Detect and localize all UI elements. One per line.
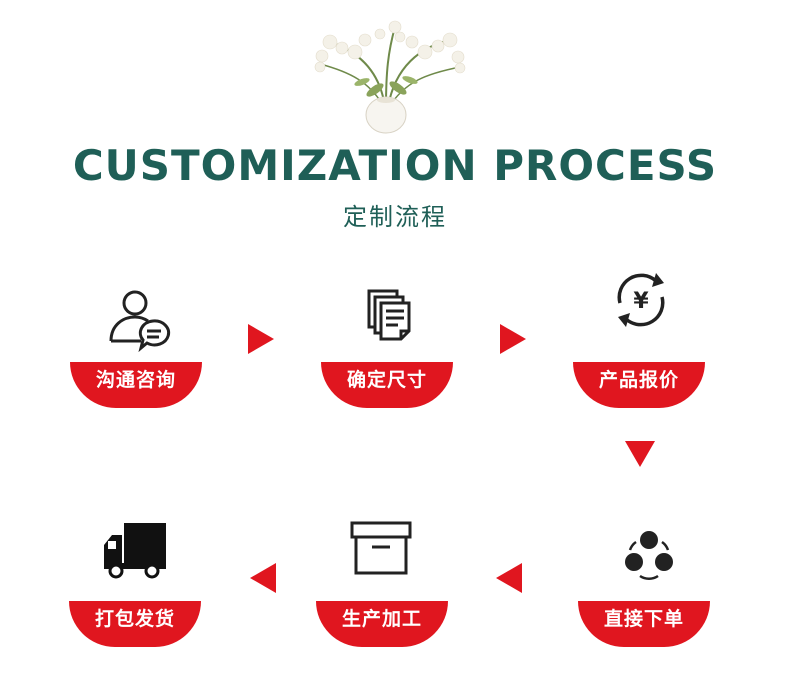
yen-cycle-icon: ¥	[617, 273, 665, 327]
step-label-production: 生产加工	[316, 601, 448, 647]
page-subtitle: 定制流程	[343, 203, 447, 231]
step-label-size: 确定尺寸	[321, 362, 453, 408]
svg-text:¥: ¥	[633, 289, 649, 314]
step-label-consult: 沟通咨询	[70, 362, 202, 408]
user-chat-icon	[109, 290, 171, 353]
arrow-down-icon	[625, 441, 655, 467]
step-label-quote: 产品报价	[573, 362, 705, 408]
box-icon	[350, 521, 412, 575]
arrow-right-icon	[500, 324, 526, 354]
step-label-order: 直接下单	[578, 601, 710, 647]
step-label-shipping: 打包发货	[69, 601, 201, 647]
arrow-left-icon	[496, 563, 522, 593]
page-title: CUSTOMIZATION PROCESS	[72, 141, 718, 190]
documents-icon	[367, 289, 411, 341]
arrow-right-icon	[248, 324, 274, 354]
circles-order-icon	[625, 531, 673, 581]
truck-icon	[104, 523, 166, 579]
arrow-left-icon	[250, 563, 276, 593]
flower-vase-image	[314, 20, 466, 134]
